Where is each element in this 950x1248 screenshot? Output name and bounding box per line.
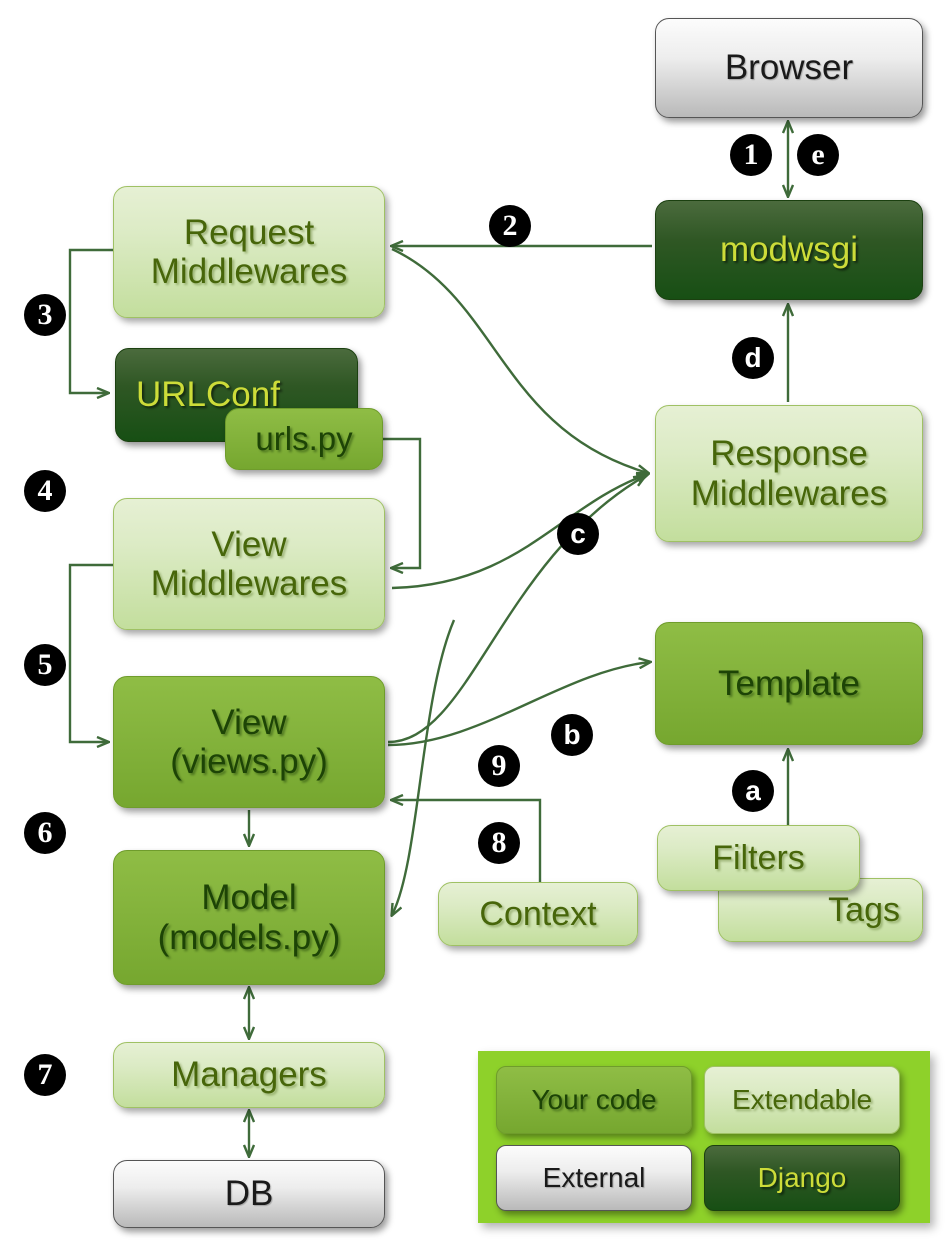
node-db[interactable]: DB	[113, 1160, 385, 1228]
arrow-view-response	[387, 476, 645, 744]
arrow-urlspy-viewmw	[383, 437, 422, 568]
arrow-request-response	[391, 247, 648, 473]
legend-item-your-code: Your code	[496, 1066, 692, 1134]
badge-3: 3	[24, 294, 66, 336]
badge-5: 5	[24, 644, 66, 686]
badge-2: 2	[489, 205, 531, 247]
node-view[interactable]: View (views.py)	[113, 676, 385, 808]
legend: Your code Extendable External Django	[478, 1051, 930, 1223]
badge-b: b	[551, 714, 593, 756]
arrow-request-urlconf	[68, 248, 113, 393]
arrow-viewmw-view	[68, 563, 113, 742]
badge-e: e	[797, 134, 839, 176]
badge-4: 4	[24, 470, 66, 512]
node-template[interactable]: Template	[655, 622, 923, 745]
badge-d: d	[732, 337, 774, 379]
node-urls-py[interactable]: urls.py	[225, 408, 383, 470]
badge-9: 9	[478, 745, 520, 787]
badge-8: 8	[478, 822, 520, 864]
node-model[interactable]: Model (models.py)	[113, 850, 385, 985]
legend-item-external: External	[496, 1145, 692, 1211]
badge-c: c	[557, 513, 599, 555]
badge-7: 7	[24, 1054, 66, 1096]
node-browser[interactable]: Browser	[655, 18, 923, 118]
node-request-middlewares[interactable]: Request Middlewares	[113, 186, 385, 318]
node-response-middlewares[interactable]: Response Middlewares	[655, 405, 923, 542]
node-managers[interactable]: Managers	[113, 1042, 385, 1108]
node-view-middlewares[interactable]: View Middlewares	[113, 498, 385, 630]
arrow-context-model	[392, 619, 456, 915]
legend-item-extendable: Extendable	[704, 1066, 900, 1134]
legend-item-django: Django	[704, 1145, 900, 1211]
arrow-viewmw-response	[391, 474, 648, 590]
arrow-view-template	[387, 662, 650, 747]
badge-a: a	[732, 770, 774, 812]
node-filters[interactable]: Filters	[657, 825, 860, 891]
node-context[interactable]: Context	[438, 882, 638, 946]
badge-6: 6	[24, 812, 66, 854]
badge-1: 1	[730, 134, 772, 176]
node-modwsgi[interactable]: modwsgi	[655, 200, 923, 300]
